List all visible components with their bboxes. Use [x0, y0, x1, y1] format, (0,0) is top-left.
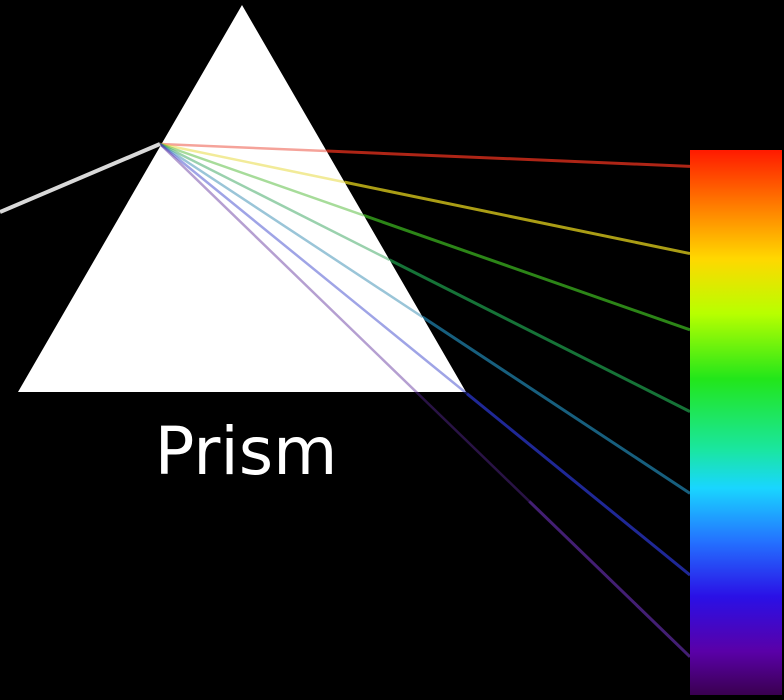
spectrum-bar — [690, 150, 782, 695]
prism-label: Prism — [155, 413, 338, 490]
